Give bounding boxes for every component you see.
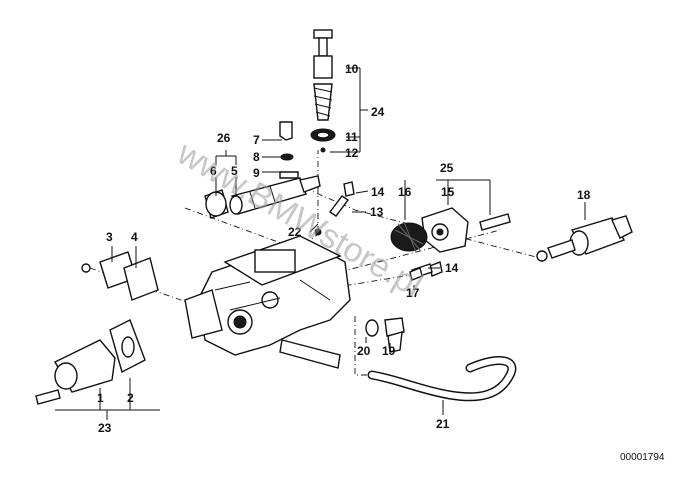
fuel-hose [367, 356, 517, 402]
callout-7: 7 [253, 133, 260, 147]
callout-12: 12 [345, 146, 359, 160]
callout-20: 20 [357, 344, 371, 358]
pump-plunger-assembly [310, 29, 336, 153]
callout-18: 18 [577, 188, 591, 202]
callout-14-lower: 14 [445, 261, 459, 275]
callout-10: 10 [345, 62, 359, 76]
callout-8: 8 [253, 150, 260, 164]
callout-labels: 1 2 3 4 5 6 7 8 9 10 11 12 13 14 14 15 1… [97, 62, 591, 435]
callout-19: 19 [382, 344, 396, 358]
callout-5: 5 [231, 164, 238, 178]
callout-1: 1 [97, 391, 104, 405]
choke-cover-assembly [390, 207, 511, 253]
drawing-number: 00001794 [620, 452, 665, 463]
callout-22: 22 [288, 225, 302, 239]
callout-4: 4 [131, 230, 138, 244]
carburetor-body [184, 235, 351, 369]
callout-11: 11 [345, 130, 358, 144]
screw-set-17-19-20 [365, 267, 423, 353]
callout-15: 15 [441, 185, 455, 199]
callout-3: 3 [106, 230, 113, 244]
callout-24: 24 [371, 105, 385, 119]
valve-housing-5-6 [204, 175, 321, 219]
callout-13: 13 [370, 205, 384, 219]
callout-26: 26 [217, 131, 231, 145]
callout-14-upper: 14 [371, 185, 385, 199]
callout-2: 2 [127, 391, 134, 405]
callout-16: 16 [398, 185, 412, 199]
callout-21: 21 [436, 417, 450, 431]
callout-23: 23 [98, 421, 112, 435]
callout-17: 17 [406, 286, 420, 300]
injector-pipe-assembly [279, 121, 299, 179]
cover-plates-3-4 [81, 251, 159, 301]
callout-6: 6 [210, 164, 217, 178]
idle-cutoff-valve [536, 215, 633, 262]
small-fittings [314, 181, 443, 279]
thermostat-housing-1-2 [35, 319, 146, 405]
callout-9: 9 [253, 166, 260, 180]
callout-leader-lines [55, 67, 586, 420]
callout-25: 25 [440, 161, 454, 175]
